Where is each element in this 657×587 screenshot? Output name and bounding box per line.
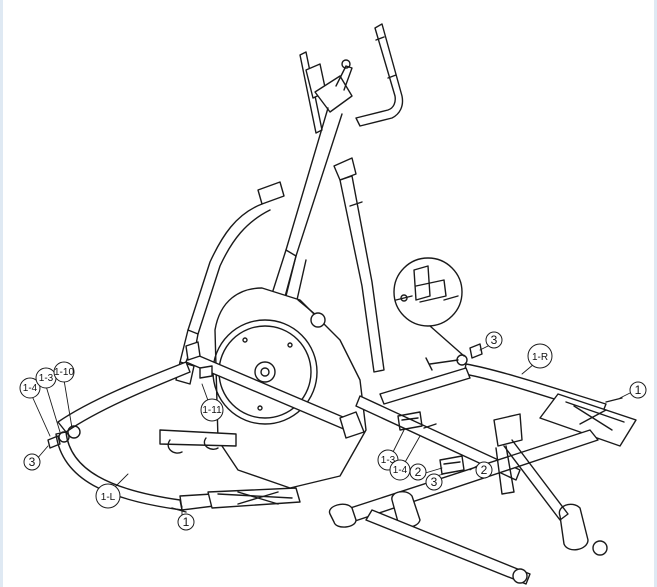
callout-3-left: 3 [29,455,36,469]
label-circles [19,331,647,531]
label-1-10: 1-10 [54,367,74,378]
callout-2-lower: 2 [481,463,488,477]
crank-connecting-bars [185,351,521,481]
left-edge-strip [0,0,3,587]
center-bolt-cluster [397,411,465,475]
front-stabilizer [328,413,608,585]
left-pedal-rail [55,361,301,511]
callout-1-right: 1 [635,383,642,397]
right-handlebar [355,23,404,127]
rear-stabilizer [159,429,237,454]
label-1-r: 1-R [532,352,548,363]
front-mast [269,51,353,305]
label-1-3-left: 1-3 [39,373,54,384]
callout-3-center: 3 [431,475,438,489]
detail-inset-bubble [393,257,465,357]
left-pedal-hardware [47,341,213,513]
right-edge-strip [654,0,657,587]
label-1-4-center: 1-4 [393,465,408,476]
label-1-11: 1-11 [202,405,222,416]
label-1-l: 1-L [101,492,116,503]
right-pedal-rail [379,363,637,447]
callout-2-center: 2 [415,465,422,479]
callout-3-right: 3 [491,333,498,347]
right-moving-arm [333,157,385,373]
label-1-3-center: 1-3 [381,455,396,466]
label-1-4-left: 1-4 [23,383,38,394]
callout-1-bottom: 1 [183,515,190,529]
flywheel-housing [212,287,367,489]
